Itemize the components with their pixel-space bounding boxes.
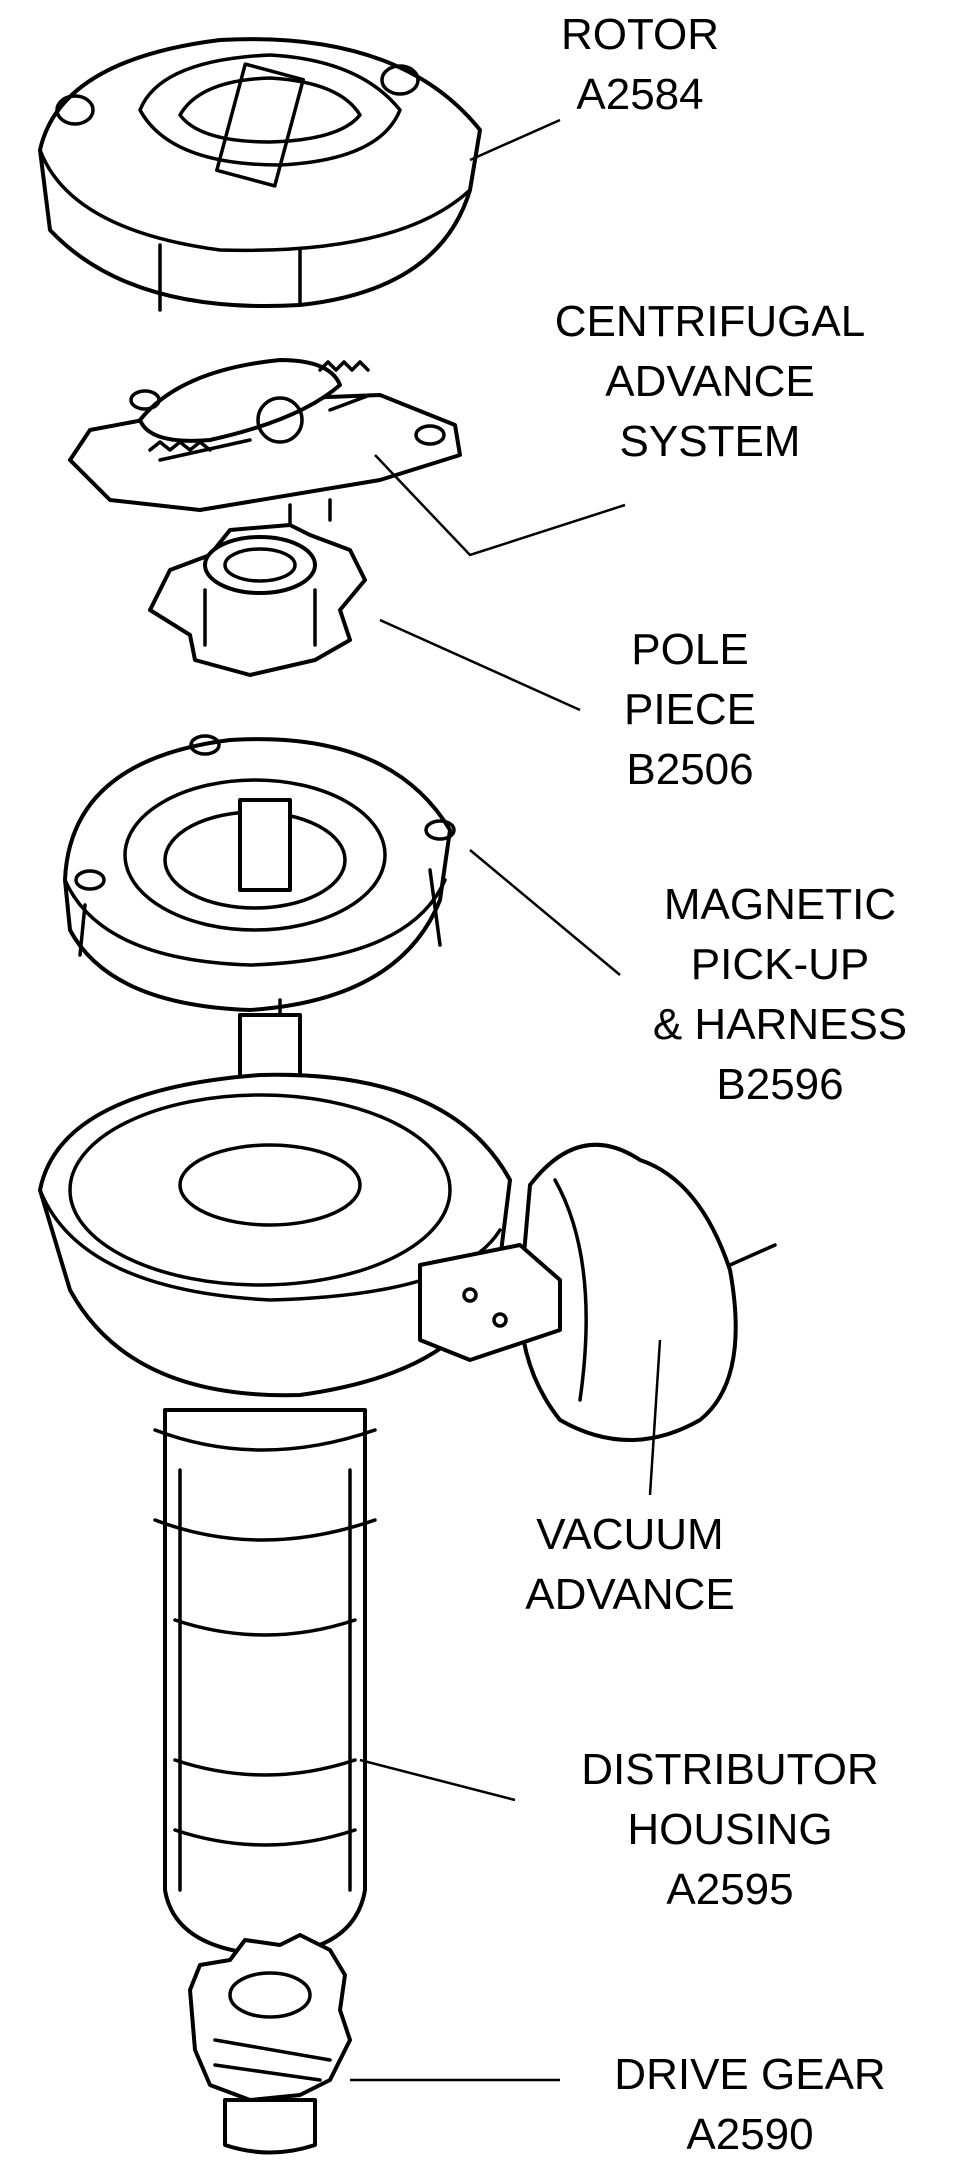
- rotor-part: [38, 37, 482, 312]
- drive-gear-part: [188, 1933, 352, 2155]
- label-pole-piece: POLE PIECE B2506: [623, 625, 757, 794]
- label-magnetic-pickup: MAGNETIC PICK-UP & HARNESS B2596: [652, 880, 908, 1109]
- distributor-housing-part: [38, 1013, 512, 1957]
- magnetic-pickup-part: [63, 734, 456, 1022]
- label-centrifugal-advance: CENTRIFUGAL ADVANCE SYSTEM: [554, 297, 866, 466]
- label-distributor-housing: DISTRIBUTOR HOUSING A2595: [581, 1745, 879, 1914]
- label-drive-gear: DRIVE GEAR A2590: [614, 2050, 886, 2159]
- leader-lines: [350, 118, 662, 2082]
- vacuum-advance-part: [418, 1142, 777, 1442]
- pole-piece-part: [148, 523, 367, 677]
- label-vacuum-advance: VACUUM ADVANCE: [525, 1510, 735, 1619]
- label-rotor: ROTOR A2584: [560, 10, 720, 119]
- centrifugal-advance-part: [68, 358, 462, 527]
